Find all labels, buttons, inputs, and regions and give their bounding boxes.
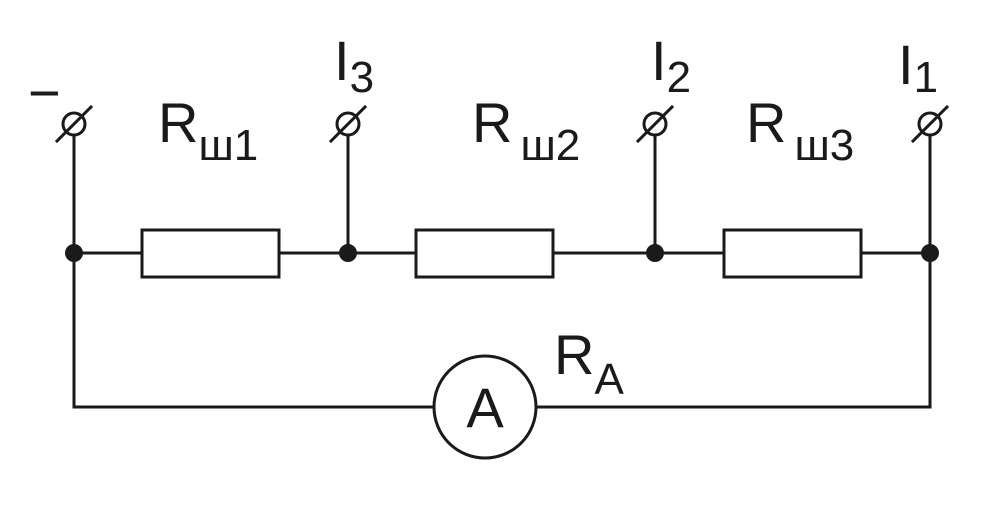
- resistor-r-sh2: [414, 228, 555, 279]
- resistor-r-sh1-label: Rш1: [158, 91, 258, 170]
- terminal-i3-label: I3: [334, 29, 374, 102]
- ammeter-symbol: A: [466, 376, 504, 439]
- resistor-r-sh1: [140, 228, 281, 279]
- terminal-minus-symbol[interactable]: [54, 104, 94, 144]
- terminal-i2-symbol[interactable]: [635, 104, 675, 144]
- terminal-i1-symbol[interactable]: [910, 104, 950, 144]
- ammeter-resistance-label: RA: [554, 323, 624, 404]
- ammeter-circle: [432, 354, 538, 460]
- junction-node-i1: [921, 244, 939, 262]
- junction-node-i2: [646, 244, 664, 262]
- terminal-i1-label: I1: [898, 33, 938, 102]
- terminal-i2-label: I2: [651, 29, 691, 102]
- resistor-r-sh3: [722, 228, 863, 279]
- junction-node-i3: [339, 244, 357, 262]
- junction-node-minus: [65, 244, 83, 262]
- terminal-i3-symbol[interactable]: [328, 104, 368, 144]
- terminal-minus-label: −: [28, 61, 61, 124]
